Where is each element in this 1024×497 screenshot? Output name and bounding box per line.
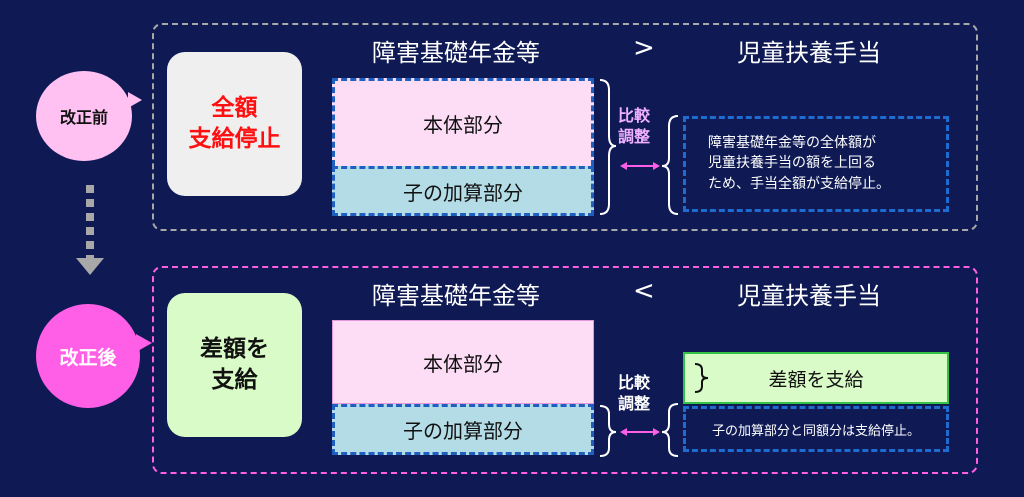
after-double-arrow-icon — [620, 428, 660, 436]
after-compare-line1: 比較 — [617, 373, 650, 392]
after-main-part-label: 本体部分 — [423, 351, 503, 376]
before-panel — [152, 23, 978, 231]
before-compare-line1: 比較 — [617, 106, 650, 125]
after-bubble-tail — [136, 334, 152, 352]
after-comparison-sign: < — [633, 276, 655, 306]
after-child-addition-label: 子の加算部分 — [403, 419, 523, 443]
before-bubble-tail — [128, 92, 142, 108]
before-label: 改正前 — [59, 108, 108, 127]
before-comparison-sign: > — [633, 33, 655, 63]
after-main-part-block: 本体部分 — [332, 320, 594, 404]
before-result-line1: 全額 — [211, 94, 258, 121]
before-note-line3: ため、手当全額が支給停止。 — [708, 175, 890, 192]
after-panel — [152, 266, 978, 474]
after-child-addition-block: 子の加算部分 — [332, 404, 594, 455]
after-result-line1: 差額を — [200, 335, 269, 362]
before-main-part-block: 本体部分 — [332, 78, 594, 166]
after-left-bracket — [599, 405, 617, 457]
after-compare-label: 比較 調整 — [614, 373, 654, 415]
before-left-bracket — [599, 79, 617, 215]
after-right-bracket — [661, 403, 679, 457]
before-result-box: 全額 支給停止 — [167, 52, 302, 196]
before-note-line2: 児童扶養手当の額を上回る — [708, 155, 876, 172]
after-difference-support-box: 差額を支給 — [683, 352, 949, 404]
after-stop-note: 子の加算部分と同額分は支給停止。 — [711, 423, 920, 439]
after-header-pension: 障害基礎年金等 — [372, 282, 540, 310]
after-result-line2: 支給 — [211, 367, 258, 393]
before-main-part-label: 本体部分 — [423, 113, 503, 137]
before-explanation-box: 障害基礎年金等の全体額が 児童扶養手当の額を上回る ため、手当全額が支給停止。 — [683, 116, 949, 212]
before-header-allowance: 児童扶養手当 — [737, 39, 881, 67]
after-label: 改正後 — [59, 346, 117, 369]
before-header-pension: 障害基礎年金等 — [372, 39, 540, 67]
before-note-line1: 障害基礎年金等の全体額が — [708, 135, 876, 151]
after-result-box: 差額を 支給 — [167, 293, 302, 437]
before-right-bracket — [661, 115, 679, 215]
after-header-allowance: 児童扶養手当 — [737, 282, 881, 310]
before-child-addition-label: 子の加算部分 — [403, 180, 523, 205]
before-compare-line2: 調整 — [617, 126, 650, 146]
before-child-addition-block: 子の加算部分 — [332, 166, 594, 216]
after-label-bubble: 改正後 — [36, 304, 140, 408]
before-compare-label: 比較 調整 — [614, 106, 654, 148]
after-compare-line2: 調整 — [617, 393, 650, 413]
before-label-bubble: 改正前 — [36, 71, 132, 161]
before-double-arrow-icon — [620, 162, 660, 170]
after-support-bracket — [694, 363, 709, 393]
after-stop-note-box: 子の加算部分と同額分は支給停止。 — [683, 406, 949, 452]
after-support-label: 差額を支給 — [768, 368, 864, 391]
before-result-line2: 支給停止 — [188, 126, 281, 152]
down-arrow-icon — [76, 185, 104, 275]
